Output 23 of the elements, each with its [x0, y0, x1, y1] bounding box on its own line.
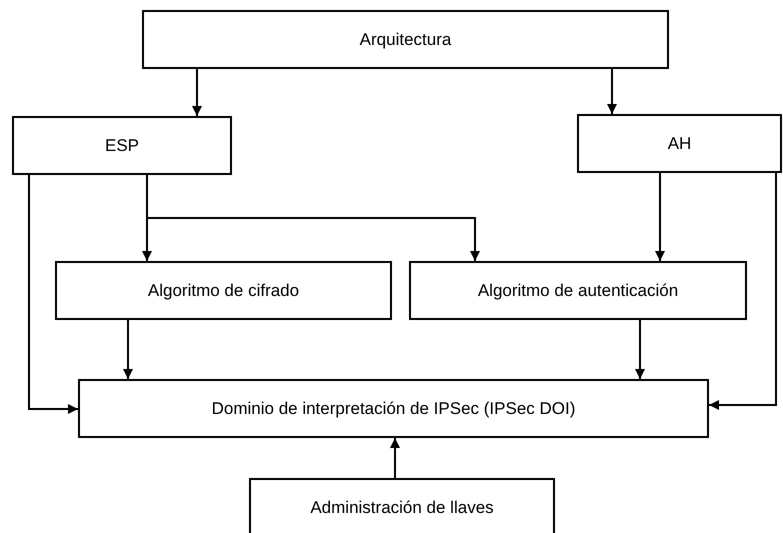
box-label: Algoritmo de autenticación	[478, 280, 678, 302]
arrow	[146, 175, 480, 261]
process-box	[78, 379, 709, 438]
arrow	[192, 69, 202, 116]
arrow	[390, 438, 400, 478]
box-label: Arquitectura	[360, 28, 452, 51]
arrow	[635, 320, 645, 379]
arrow	[123, 320, 133, 379]
process-box	[249, 478, 555, 533]
box-label: Administración de llaves	[310, 497, 494, 520]
arrow	[709, 173, 777, 410]
process-box	[12, 116, 232, 175]
box-label: ESP	[104, 134, 140, 157]
box-label: AH	[668, 132, 692, 155]
process-box	[55, 261, 392, 320]
arrow	[655, 173, 665, 261]
arrow	[28, 175, 78, 414]
box-label: Algoritmo de cifrado	[148, 280, 300, 302]
process-box	[409, 261, 747, 320]
arrow	[607, 69, 617, 114]
process-box	[577, 114, 782, 173]
box-label: Dominio de interpretación de IPSec (IPSec DOI)	[212, 398, 576, 420]
process-box	[142, 10, 669, 69]
